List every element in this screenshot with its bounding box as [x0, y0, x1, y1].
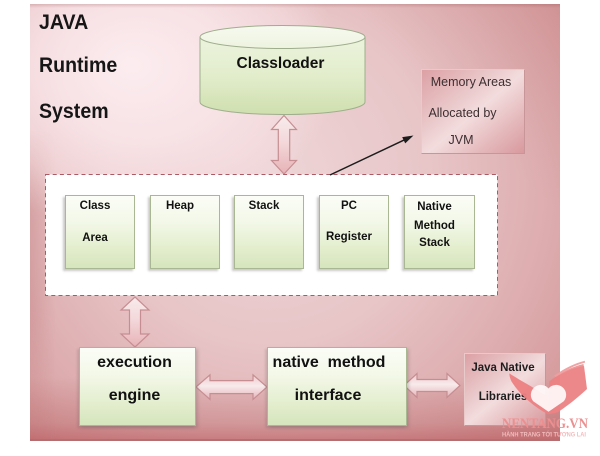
- svg-text:NENTANG.VN: NENTANG.VN: [502, 416, 588, 432]
- svg-text:HÀNH TRANG TỚI TƯƠNG LAI: HÀNH TRANG TỚI TƯƠNG LAI: [502, 430, 586, 439]
